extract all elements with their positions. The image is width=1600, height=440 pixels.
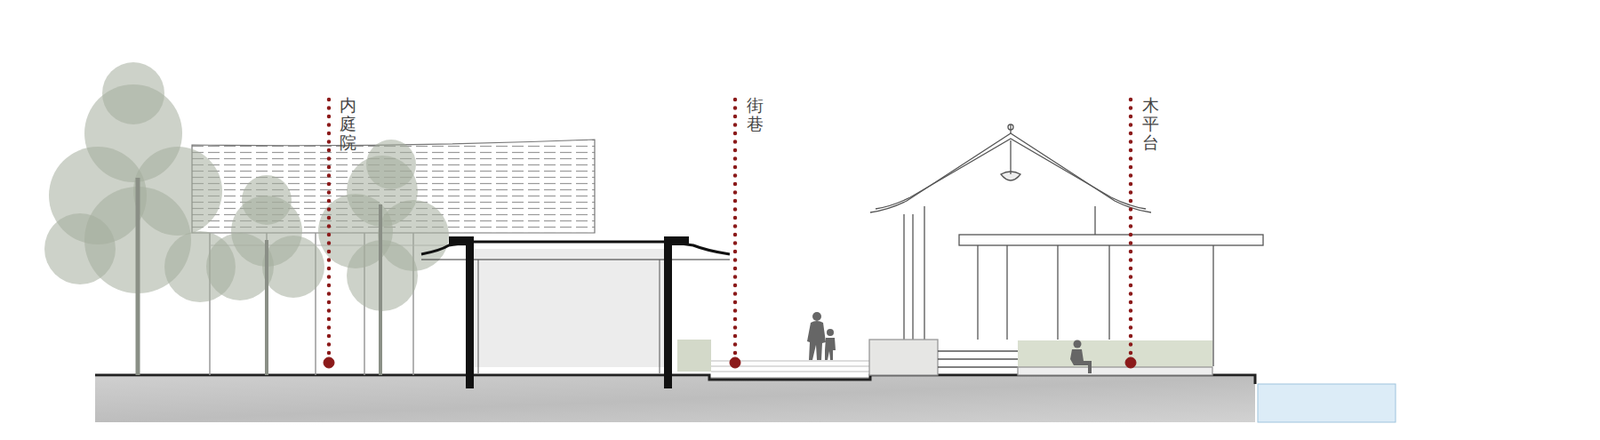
area-label: 木平台 — [1142, 96, 1160, 152]
pavilion — [869, 124, 1264, 376]
trees — [44, 62, 449, 376]
leader-lines — [323, 99, 1136, 368]
people-figures — [807, 312, 836, 360]
area-label: 内庭院 — [339, 96, 357, 152]
area-label: 街巷 — [746, 96, 764, 134]
seated-figure — [1070, 340, 1092, 375]
ground — [95, 375, 1396, 423]
street-house-section — [421, 236, 730, 389]
